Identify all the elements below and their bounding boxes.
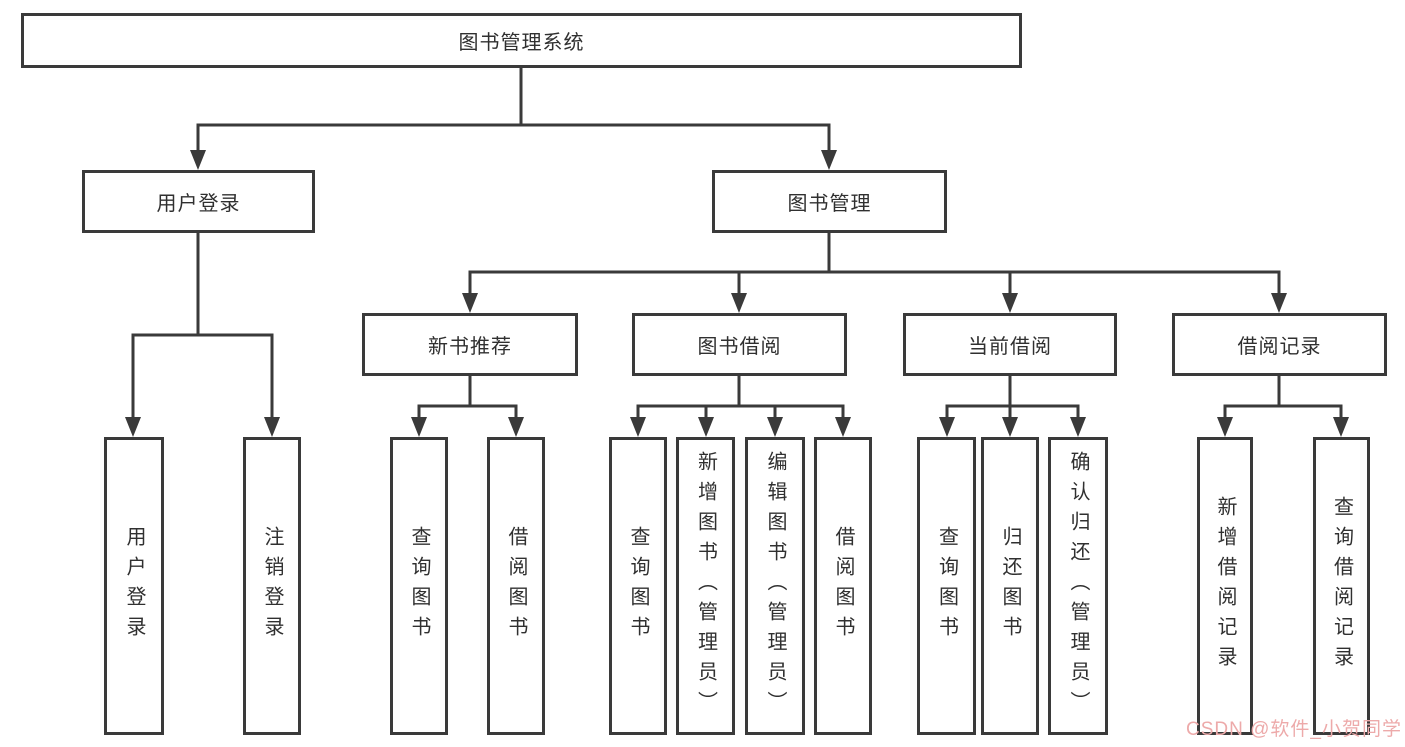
leaf-query-books-1-label: 查询图书 (408, 526, 430, 646)
node-current-borrow: 当前借阅 (903, 313, 1117, 376)
node-root-label: 图书管理系统 (458, 32, 585, 54)
node-user-login: 用户登录 (82, 170, 315, 233)
leaf-edit-books-label: 编辑图书（管理员） (764, 451, 786, 721)
leaf-query-books-2: 查询图书 (609, 437, 667, 735)
leaf-query-record: 查询借阅记录 (1313, 437, 1370, 735)
node-new-book-recommend-label: 新书推荐 (428, 336, 512, 358)
node-borrow-records-label: 借阅记录 (1237, 336, 1322, 358)
leaf-query-books-1: 查询图书 (390, 437, 448, 735)
leaf-add-books-label: 新增图书（管理员） (694, 451, 717, 721)
leaf-query-record-label: 查询借阅记录 (1330, 496, 1353, 676)
connector-paths (131, 68, 1343, 419)
node-root: 图书管理系统 (21, 13, 1022, 68)
csdn-watermark: CSDN @软件_小贺同学 (1186, 719, 1402, 740)
node-borrow-records: 借阅记录 (1172, 313, 1387, 376)
leaf-add-record-label: 新增借阅记录 (1214, 496, 1236, 676)
leaf-logout-label: 注销登录 (261, 526, 283, 646)
leaf-borrow-books-2: 借阅图书 (814, 437, 872, 735)
leaf-borrow-books-1-label: 借阅图书 (505, 526, 527, 646)
arrowheads (125, 150, 1349, 437)
leaf-query-books-3-label: 查询图书 (935, 526, 958, 646)
node-book-mgmt-label: 图书管理 (787, 193, 872, 215)
leaf-borrow-books-1: 借阅图书 (487, 437, 545, 735)
leaf-add-record: 新增借阅记录 (1197, 437, 1253, 735)
leaf-confirm-return: 确认归还（管理员） (1048, 437, 1108, 735)
node-book-borrow-label: 图书借阅 (697, 336, 782, 358)
leaf-return-books-label: 归还图书 (999, 526, 1021, 646)
leaf-user-login-label: 用户登录 (123, 526, 145, 646)
node-book-mgmt: 图书管理 (712, 170, 947, 233)
leaf-return-books: 归还图书 (981, 437, 1039, 735)
leaf-add-books: 新增图书（管理员） (676, 437, 735, 735)
leaf-query-books-3: 查询图书 (917, 437, 976, 735)
node-book-borrow: 图书借阅 (632, 313, 847, 376)
leaf-borrow-books-2-label: 借阅图书 (832, 526, 854, 646)
node-user-login-label: 用户登录 (156, 193, 241, 215)
leaf-logout: 注销登录 (243, 437, 301, 735)
node-current-borrow-label: 当前借阅 (968, 336, 1052, 358)
node-new-book-recommend: 新书推荐 (362, 313, 578, 376)
leaf-user-login: 用户登录 (104, 437, 164, 735)
leaf-query-books-2-label: 查询图书 (627, 526, 649, 646)
leaf-edit-books: 编辑图书（管理员） (745, 437, 805, 735)
leaf-confirm-return-label: 确认归还（管理员） (1067, 451, 1089, 721)
